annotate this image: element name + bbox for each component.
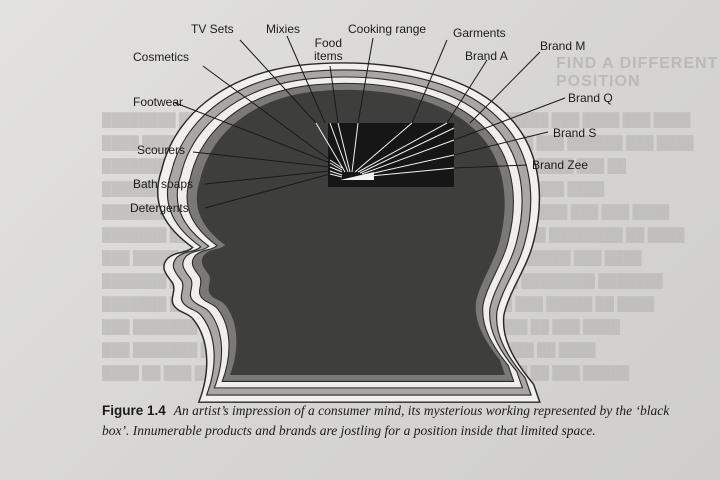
label-detergents: Detergents <box>130 201 189 215</box>
label-tv-sets: TV Sets <box>191 22 234 36</box>
head-silhouette <box>156 62 541 403</box>
label-pointer-lines <box>172 65 331 209</box>
label-brand-m: Brand M <box>540 39 586 53</box>
label-brand-zee: Brand Zee <box>532 158 589 172</box>
label-scourers: Scourers <box>137 143 186 157</box>
label-cosmetics: Cosmetics <box>133 50 190 64</box>
figure-number: Figure 1.4 <box>102 403 166 418</box>
bleed-through-heading: FIND A DIFFERENT POSITION <box>556 55 719 90</box>
label-mixies: Mixies <box>266 22 301 36</box>
label-footwear: Footwear <box>133 95 184 109</box>
label-brand-a: Brand A <box>465 49 508 63</box>
converging-point <box>340 172 374 180</box>
black-box <box>328 123 454 187</box>
label-garments: Garments <box>453 26 506 40</box>
label-cooking-range: Cooking range <box>348 22 427 36</box>
label-bath-soaps: Bath soaps <box>133 177 194 191</box>
label-brand-q: Brand Q <box>568 91 613 105</box>
label-brand-s: Brand S <box>553 126 597 140</box>
top-pointer-lines <box>239 35 566 169</box>
top-pointer-lines-in-box <box>315 122 455 177</box>
label-food-items: Food items <box>314 36 343 63</box>
label-pointer-lines-in-box <box>329 159 343 178</box>
caption-text: An artist’s impression of a consumer min… <box>102 403 670 438</box>
